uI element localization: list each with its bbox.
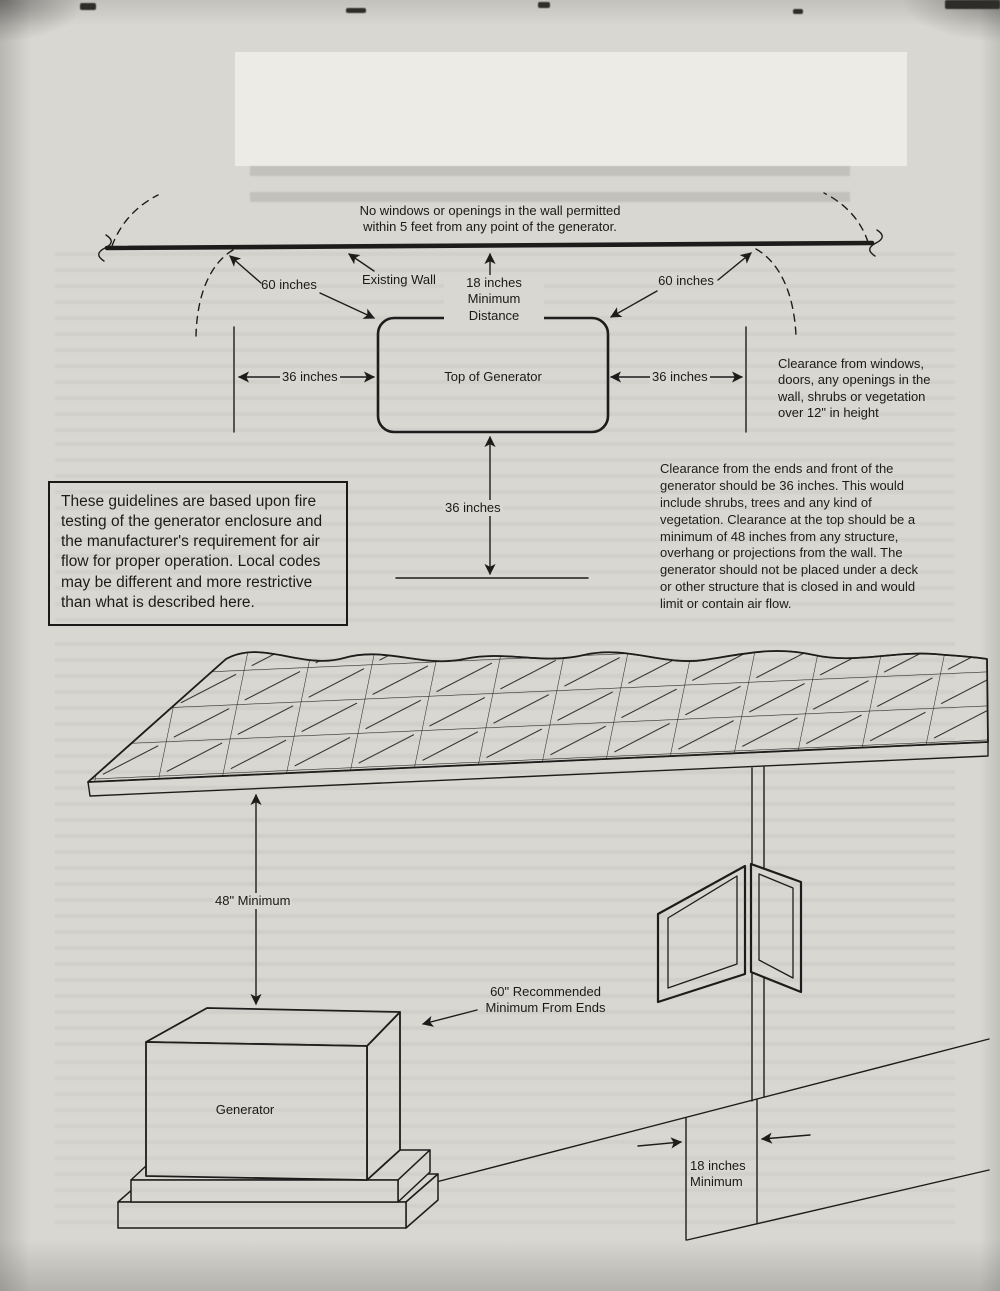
wall-opening-note: No windows or openings in the wall permi…	[359, 203, 621, 235]
left-60-label: 60 inches	[261, 277, 317, 292]
side-view-diagram	[87, 650, 990, 1241]
clearance-note: Clearance from the ends and front of the…	[660, 461, 919, 612]
arrow-18-right	[760, 1132, 811, 1144]
window	[656, 862, 803, 1004]
generator-label: Generator	[215, 1102, 275, 1117]
scan-speck	[945, 0, 1000, 9]
wall-break-right	[869, 229, 883, 257]
arrow-18-left	[637, 1137, 683, 1149]
existing-wall-line	[104, 240, 875, 251]
ground-lower-edge	[686, 1169, 990, 1241]
arrow-60-right-to-generator	[610, 290, 658, 318]
scan-speck	[80, 3, 96, 10]
ground-clearance-label: 18 inches Minimum	[690, 1158, 746, 1190]
wall-break-left	[98, 234, 112, 262]
existing-wall-label: Existing Wall	[362, 272, 436, 287]
ground-edge-line	[408, 1038, 990, 1190]
roof	[87, 650, 989, 797]
roof-clearance-label: 48" Minimum	[213, 893, 293, 910]
five-foot-radius-arcs	[111, 192, 869, 337]
generator-top-label: Top of Generator	[444, 369, 542, 384]
fascia-line	[87, 741, 989, 797]
plan-view-diagram	[98, 192, 883, 579]
arrow-existing-wall	[348, 253, 375, 272]
arrow-60-right-to-wall	[717, 252, 752, 281]
window-clearance-note: Clearance from windows, doors, any openi…	[778, 356, 931, 420]
arrow-60-recommended	[421, 1009, 478, 1027]
right-36-label: 36 inches	[650, 369, 710, 386]
distance-18-label: 18 inches Minimum Distance	[444, 275, 544, 324]
front-36-label: 36 inches	[443, 500, 503, 517]
fire-testing-note-box: These guidelines are based upon fire tes…	[48, 481, 348, 626]
arrow-60-left-to-wall	[229, 255, 262, 284]
ends-clearance-label: 60" Recommended Minimum From Ends	[485, 984, 606, 1016]
scan-speck	[793, 9, 803, 14]
scan-speck	[346, 8, 366, 13]
left-36-label: 36 inches	[280, 369, 340, 386]
scan-light-area	[235, 52, 907, 166]
right-60-label: 60 inches	[658, 273, 714, 288]
scan-speck	[538, 2, 550, 8]
arrow-60-left-to-generator	[319, 292, 376, 319]
generator-box	[145, 1007, 401, 1181]
